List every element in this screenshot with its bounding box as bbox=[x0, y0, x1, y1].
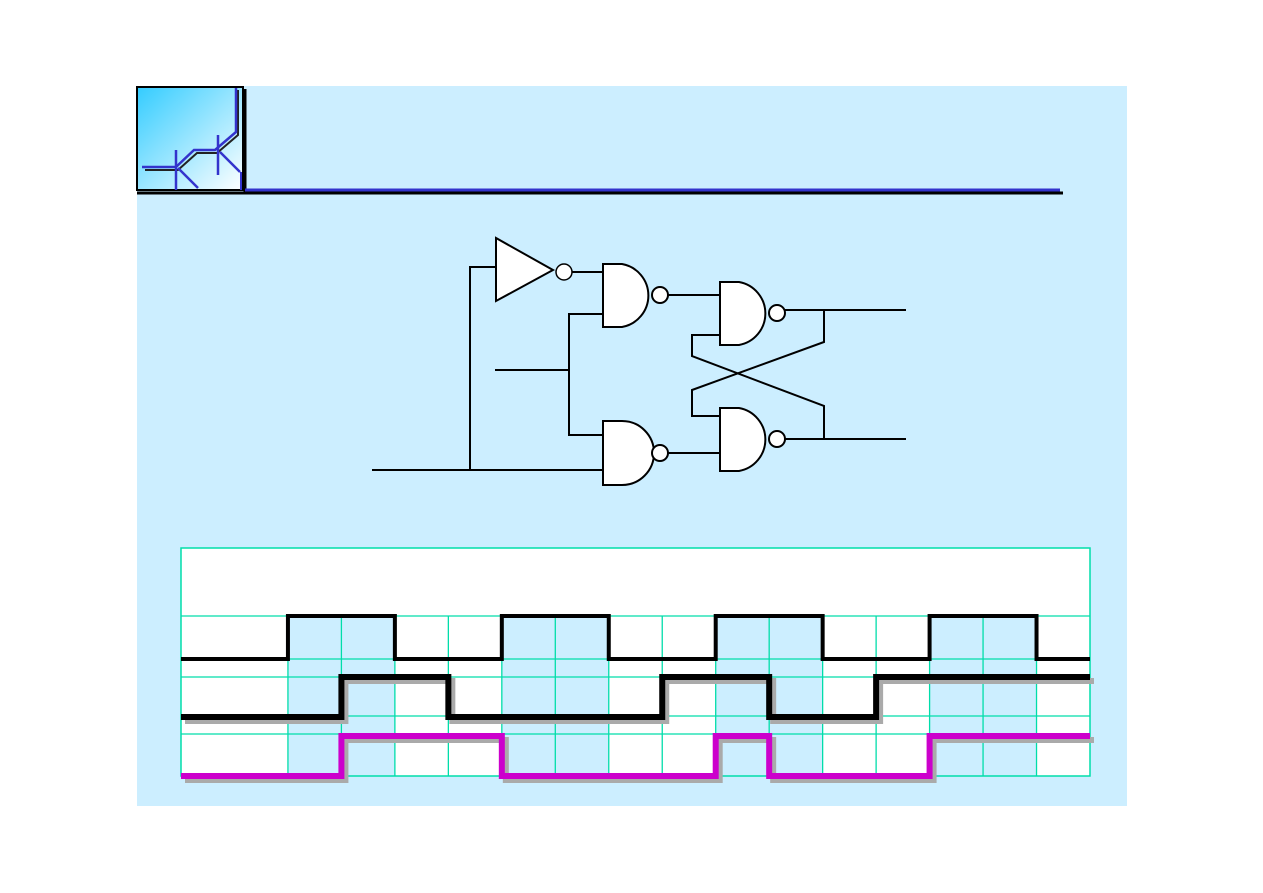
nand-gate-2 bbox=[602, 420, 669, 486]
waveform-clock bbox=[181, 614, 1090, 661]
nand-gate-4 bbox=[719, 407, 786, 472]
waveform-input bbox=[181, 674, 1090, 720]
waveform-output bbox=[181, 733, 1090, 779]
transistor-logo-icon bbox=[136, 86, 247, 192]
logic-circuit bbox=[372, 236, 906, 486]
signal-shadow bbox=[185, 678, 1094, 724]
signal-shadow bbox=[185, 737, 1094, 783]
timing-diagram bbox=[180, 547, 1094, 783]
not-gate bbox=[495, 236, 573, 303]
nand-gate-3 bbox=[719, 281, 786, 346]
nand-gate-1 bbox=[602, 263, 669, 328]
